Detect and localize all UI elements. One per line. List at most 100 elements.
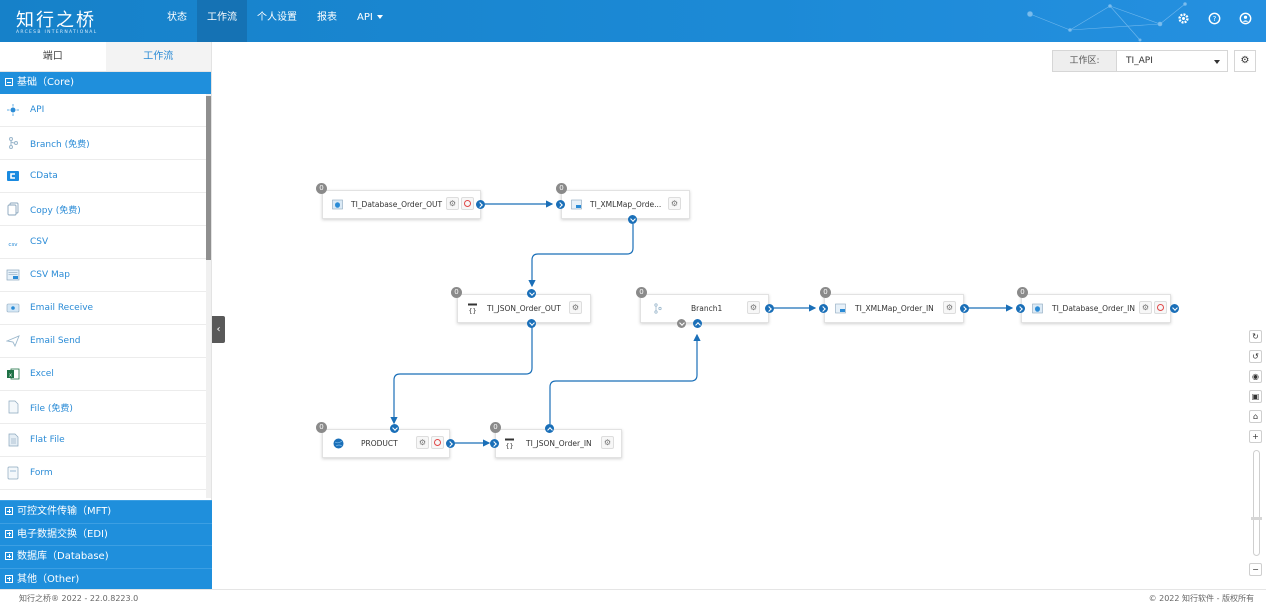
excel-icon: x <box>6 367 20 381</box>
input-port[interactable] <box>390 424 399 433</box>
zoom-in-icon[interactable]: + <box>1249 430 1262 443</box>
flow-node-ti-json-order-in[interactable]: {} TI_JSON_Order_IN ⚙ <box>495 429 622 458</box>
user-icon[interactable] <box>1239 12 1252 25</box>
group-other[interactable]: 其他（Other) <box>0 567 212 590</box>
node-settings-button[interactable]: ⚙ <box>1139 301 1152 314</box>
output-port[interactable] <box>527 319 536 328</box>
tab-connectors[interactable]: 端口 <box>0 42 106 71</box>
node-settings-button[interactable]: ⚙ <box>747 301 760 314</box>
refresh-icon[interactable]: ↻ <box>1249 330 1262 343</box>
input-port[interactable] <box>490 439 499 448</box>
node-badge: 0 <box>490 422 501 433</box>
xmlmap-icon <box>571 199 582 210</box>
group-core[interactable]: 基础（Core) <box>0 72 211 94</box>
nav-reports[interactable]: 报表 <box>317 12 337 23</box>
canvas-toolbar: ↻ ↺ ◉ ▣ ⌂ + − <box>1249 330 1263 583</box>
workspace-settings-button[interactable]: ⚙ <box>1234 50 1256 72</box>
home-icon[interactable]: ⌂ <box>1249 410 1262 423</box>
footer-copyright: © 2022 知行软件 - 版权所有 <box>1148 594 1254 603</box>
nav-status[interactable]: 状态 <box>167 12 187 23</box>
node-stop-button[interactable] <box>431 436 444 449</box>
input-port[interactable] <box>527 289 536 298</box>
connector-item-flat-file[interactable]: Flat File <box>0 424 211 457</box>
settings-icon[interactable] <box>1177 12 1190 25</box>
connector-label: Excel <box>30 369 54 379</box>
chevron-down-icon <box>376 15 383 19</box>
input-port[interactable] <box>693 319 702 328</box>
node-badge: 0 <box>636 287 647 298</box>
node-label: TI_JSON_Order_OUT <box>487 304 561 313</box>
copy-icon <box>6 202 20 216</box>
output-port[interactable] <box>765 304 774 313</box>
flow-node-ti-xmlmap-order-in[interactable]: TI_XMLMap_Order_IN ⚙ <box>824 294 964 323</box>
connector-item-copy[interactable]: Copy (免费) <box>0 193 211 226</box>
nav-api[interactable]: API <box>347 0 393 42</box>
scrollbar-thumb[interactable] <box>206 96 211 260</box>
connector-list: API Branch (免费) CData Copy (免费) csv CSV … <box>0 94 211 498</box>
connector-item-csv[interactable]: csv CSV <box>0 226 211 259</box>
connector-item-excel[interactable]: x Excel <box>0 358 211 391</box>
flow-node-ti-database-order-out[interactable]: TI_Database_Order_OUT ⚙ <box>322 190 481 219</box>
zoom-slider[interactable] <box>1250 450 1262 556</box>
output-port[interactable] <box>628 215 637 224</box>
email-receive-icon <box>6 301 20 315</box>
footer: 知行之桥® 2022 - 22.0.8223.0 © 2022 知行软件 - 版… <box>0 589 1266 607</box>
output-port[interactable] <box>476 200 485 209</box>
help-icon[interactable]: ? <box>1208 12 1221 25</box>
workspace-selector: 工作区: TI_API ⚙ <box>1052 50 1256 72</box>
input-port[interactable] <box>819 304 828 313</box>
database-icon <box>1032 303 1043 314</box>
flow-node-product[interactable]: PRODUCT ⚙ <box>322 429 450 458</box>
flow-node-branch1[interactable]: Branch1 ⚙ <box>640 294 769 323</box>
flow-node-ti-json-order-out[interactable]: {} TI_JSON_Order_OUT ⚙ <box>457 294 591 323</box>
connector-item-csv-map[interactable]: CSV Map <box>0 259 211 292</box>
node-settings-button[interactable]: ⚙ <box>569 301 582 314</box>
zoom-slider-knob[interactable] <box>1250 517 1262 520</box>
zoom-out-icon[interactable]: − <box>1249 563 1262 576</box>
collapse-sidebar-button[interactable]: ‹ <box>212 316 225 343</box>
output-port-secondary[interactable] <box>677 319 686 328</box>
output-port[interactable] <box>1170 304 1179 313</box>
flow-canvas[interactable]: TI_Database_Order_OUT ⚙ 0 TI_XMLMap_Orde… <box>212 42 1266 589</box>
group-mft[interactable]: 可控文件传输（MFT) <box>0 500 212 523</box>
connector-item-email-receive[interactable]: Email Receive <box>0 292 211 325</box>
input-port[interactable] <box>556 200 565 209</box>
connection-layer <box>390 200 1014 447</box>
tab-workflows[interactable]: 工作流 <box>105 42 211 71</box>
group-database[interactable]: 数据库（Database) <box>0 545 212 568</box>
output-port[interactable] <box>446 439 455 448</box>
workspace-select[interactable]: TI_API <box>1117 50 1228 72</box>
undo-icon[interactable]: ↺ <box>1249 350 1262 363</box>
connector-label: CSV Map <box>30 270 71 280</box>
node-settings-button[interactable]: ⚙ <box>416 436 429 449</box>
connector-item-branch[interactable]: Branch (免费) <box>0 127 211 160</box>
flow-node-ti-xmlmap-order[interactable]: TI_XMLMap_Orde... ⚙ <box>561 190 690 219</box>
node-settings-button[interactable]: ⚙ <box>943 301 956 314</box>
connector-item-api[interactable]: API <box>0 94 211 127</box>
branch-icon <box>654 303 662 314</box>
node-stop-button[interactable] <box>1154 301 1167 314</box>
connector-item-cdata[interactable]: CData <box>0 160 211 193</box>
node-stop-button[interactable] <box>461 197 474 210</box>
database-icon <box>332 199 343 210</box>
group-edi[interactable]: 电子数据交换（EDI) <box>0 522 212 545</box>
output-port[interactable] <box>960 304 969 313</box>
nav-workflow[interactable]: 工作流 <box>197 0 247 42</box>
connector-item-email-send[interactable]: Email Send <box>0 325 211 358</box>
node-badge: 0 <box>451 287 462 298</box>
node-settings-button[interactable]: ⚙ <box>446 197 459 210</box>
node-settings-button[interactable]: ⚙ <box>601 436 614 449</box>
connector-item-form[interactable]: Form <box>0 457 211 490</box>
nav-profile-settings[interactable]: 个人设置 <box>257 12 297 23</box>
input-port[interactable] <box>1016 304 1025 313</box>
flow-node-ti-database-order-in[interactable]: TI_Database_Order_IN ⚙ <box>1021 294 1171 323</box>
sidebar-scrollbar[interactable] <box>206 94 211 498</box>
node-settings-button[interactable]: ⚙ <box>668 197 681 210</box>
connector-item-file[interactable]: File (免费) <box>0 391 211 424</box>
output-port[interactable] <box>545 424 554 433</box>
connector-label: Branch (免费) <box>30 139 90 150</box>
eye-icon[interactable]: ◉ <box>1249 370 1262 383</box>
logo[interactable]: 知行之桥 ARCESB INTERNATIONAL <box>16 6 106 38</box>
connection-n8-n4 <box>549 333 701 424</box>
image-icon[interactable]: ▣ <box>1249 390 1262 403</box>
